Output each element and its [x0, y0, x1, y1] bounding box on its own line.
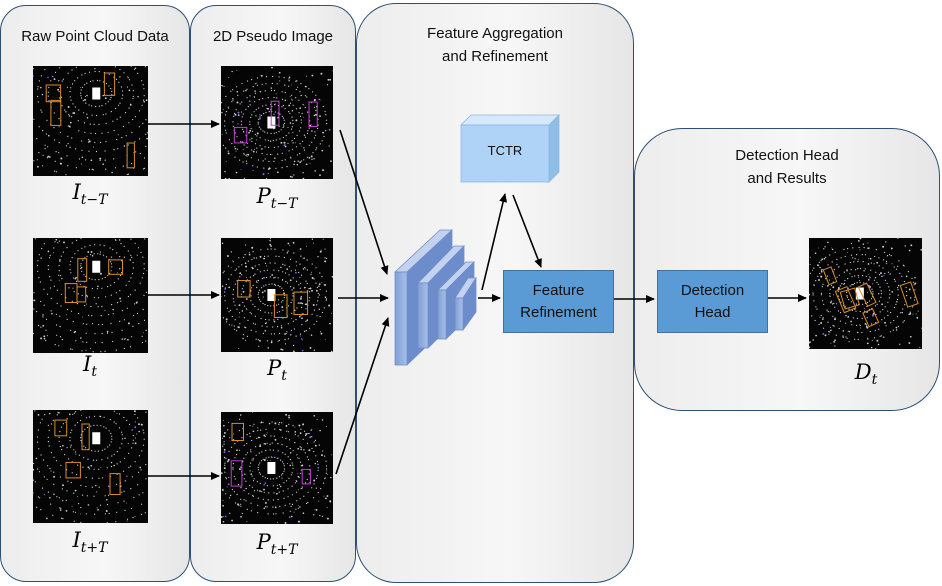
arrow-pseudo-prev-to-stack	[339, 129, 389, 275]
label-p-next: Pt+T	[256, 530, 298, 559]
raw-point-cloud-image-cur	[33, 238, 148, 353]
detection-title-line1: Detection Head	[735, 147, 839, 164]
label-i-cur: It	[83, 352, 97, 381]
raw-panel-title: Raw Point Cloud Data	[21, 28, 169, 45]
label-p-prev: Pt−T	[256, 184, 298, 213]
arrow-pseudo-next-to-stack	[335, 317, 390, 475]
arrow-stack-to-tctr	[481, 193, 508, 291]
refinement-line1: Feature	[532, 281, 585, 299]
label-i-next: It+T	[72, 528, 108, 557]
label-i-prev: It−T	[72, 180, 108, 209]
head-line2: Head	[694, 303, 731, 321]
label-d-cur: Dt	[854, 360, 878, 389]
tctr-cube	[460, 114, 560, 183]
raw-point-cloud-image-prev	[33, 66, 148, 176]
detection-panel: Detection Head and Results	[634, 128, 940, 411]
detection-result-image	[809, 238, 922, 349]
detection-title-line2: and Results	[747, 170, 827, 187]
head-line1: Detection	[680, 281, 745, 299]
refinement-line2: Refinement	[520, 303, 597, 321]
label-p-cur: Pt	[267, 356, 287, 385]
tctr-label: TCTR	[487, 143, 523, 158]
raw-point-cloud-image-next	[33, 410, 148, 523]
aggregation-title-line2: and Refinement	[442, 48, 548, 65]
pseudo-image-prev	[221, 66, 333, 179]
pseudo-panel-title: 2D Pseudo Image	[212, 28, 334, 45]
pseudo-image-next	[221, 412, 333, 524]
arrow-tctr-to-refinement	[512, 194, 542, 268]
pseudo-image-cur	[221, 238, 333, 352]
feature-map-stack	[393, 229, 477, 366]
aggregation-title-line1: Feature Aggregation	[427, 25, 563, 42]
